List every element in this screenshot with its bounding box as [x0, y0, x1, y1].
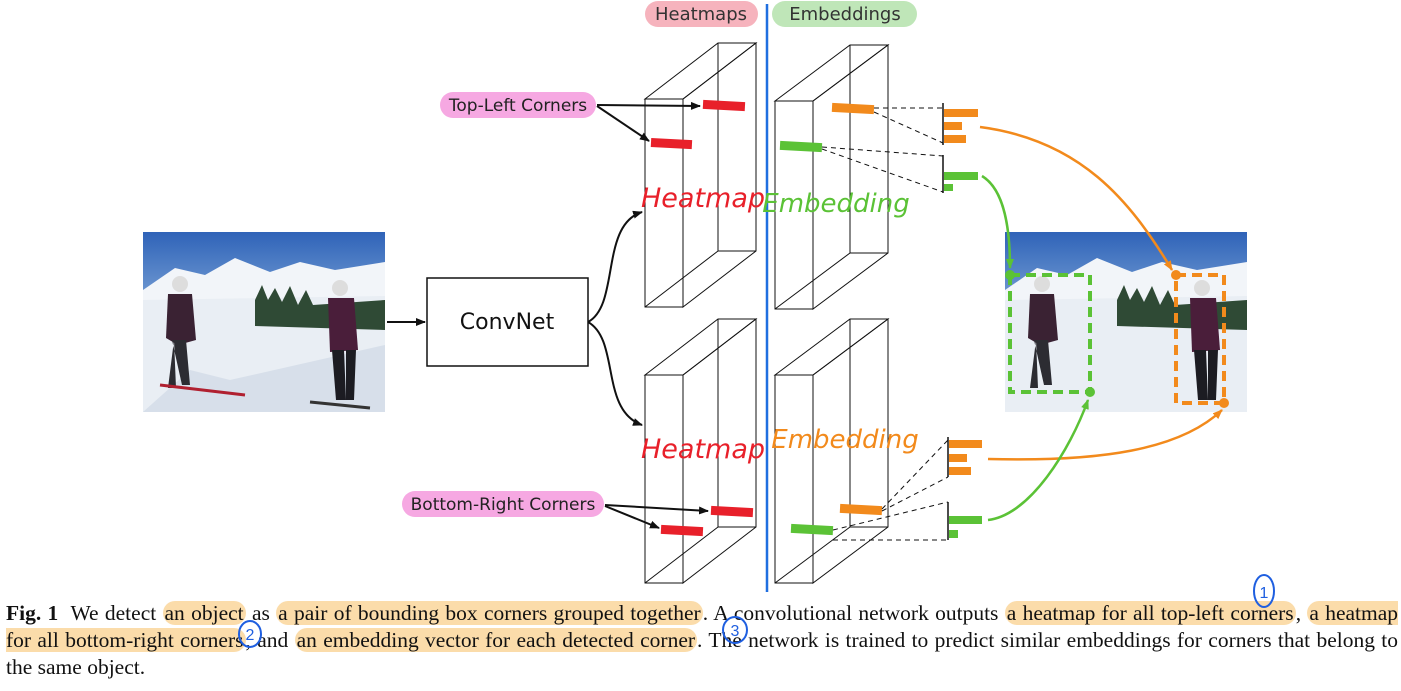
- projection-lines-top: [821, 107, 944, 193]
- embedding-label-top: Embedding: [762, 189, 909, 219]
- embedding-label-bottom: Embedding: [771, 425, 918, 455]
- svg-text:Bottom-Right Corners: Bottom-Right Corners: [411, 495, 596, 515]
- output-image: [1005, 232, 1247, 412]
- top-left-corners-label: Top-Left Corners: [440, 92, 596, 118]
- heatmap-volume-bottom: [643, 317, 758, 585]
- caption-text: , and: [245, 628, 289, 652]
- caption-text: ,: [1295, 601, 1302, 625]
- heatmaps-header: Heatmaps: [645, 1, 758, 27]
- embedding-vector-green-bottom: [947, 502, 982, 540]
- bottom-right-corners-label: Bottom-Right Corners: [402, 491, 604, 517]
- embedding-vector-green-top: [942, 155, 978, 193]
- svg-text:2: 2: [246, 627, 255, 644]
- heatmap-corner-red: [710, 505, 754, 518]
- caption-highlight: an embedding vector for each detected co…: [294, 628, 698, 652]
- group-arrow-green: [981, 174, 1014, 269]
- caption-text: as: [251, 601, 270, 625]
- caption-text: . A convolutional network outputs: [702, 601, 999, 625]
- embeddings-header: Embeddings: [772, 1, 917, 27]
- heatmap-corner-red: [702, 99, 746, 112]
- annotation-circle-2: 2: [238, 620, 262, 648]
- bounding-box-orange: [1174, 273, 1226, 405]
- heatmap-volume-top: [643, 41, 758, 309]
- heatmap-label-bottom: Heatmap: [641, 434, 765, 465]
- figure-caption: Fig. 1 We detect an object as a pair of …: [6, 600, 1399, 681]
- svg-text:Top-Left Corners: Top-Left Corners: [448, 96, 587, 116]
- svg-text:ConvNet: ConvNet: [460, 310, 555, 335]
- caption-highlight: a heatmap for all top-left corners: [1004, 601, 1296, 625]
- group-arrow-green: [987, 399, 1090, 522]
- embedding-corner-green: [779, 140, 823, 153]
- embedding-vector-orange-bottom: [947, 437, 982, 477]
- caption-highlight: a pair of bounding box corners grouped t…: [276, 601, 703, 625]
- embedding-volume-top: [773, 44, 890, 310]
- caption-highlight: an object: [162, 601, 246, 625]
- embedding-corner-orange: [831, 102, 875, 115]
- caption-text: . The network is trained to predict simi…: [6, 628, 1399, 679]
- svg-text:1: 1: [1260, 585, 1269, 602]
- figure-diagram: Heatmaps Embeddings ConvNet Heatma: [143, 1, 1247, 592]
- group-arrow-orange: [979, 125, 1174, 271]
- heatmap-label-top: Heatmap: [641, 183, 765, 214]
- convnet-box: ConvNet: [426, 277, 589, 367]
- embedding-volume-bottom: [773, 318, 890, 584]
- figure-label: Fig. 1: [6, 601, 59, 625]
- bounding-box-green: [1008, 273, 1092, 394]
- embedding-vector-orange-top: [942, 103, 978, 145]
- group-arrow-orange: [987, 409, 1223, 461]
- input-image: [143, 232, 385, 412]
- svg-text:3: 3: [731, 623, 740, 640]
- svg-text:Heatmaps: Heatmaps: [655, 4, 747, 25]
- annotation-circle-3: 3: [722, 616, 748, 644]
- heatmap-corner-red: [650, 137, 693, 150]
- annotation-circle-1: 1: [1253, 574, 1275, 608]
- projection-lines-bottom: [832, 439, 949, 541]
- svg-text:Embeddings: Embeddings: [789, 4, 900, 25]
- caption-text: We detect: [70, 601, 157, 625]
- embedding-corner-orange: [839, 503, 883, 516]
- embedding-corner-green: [790, 523, 834, 536]
- heatmap-corner-red: [660, 524, 704, 537]
